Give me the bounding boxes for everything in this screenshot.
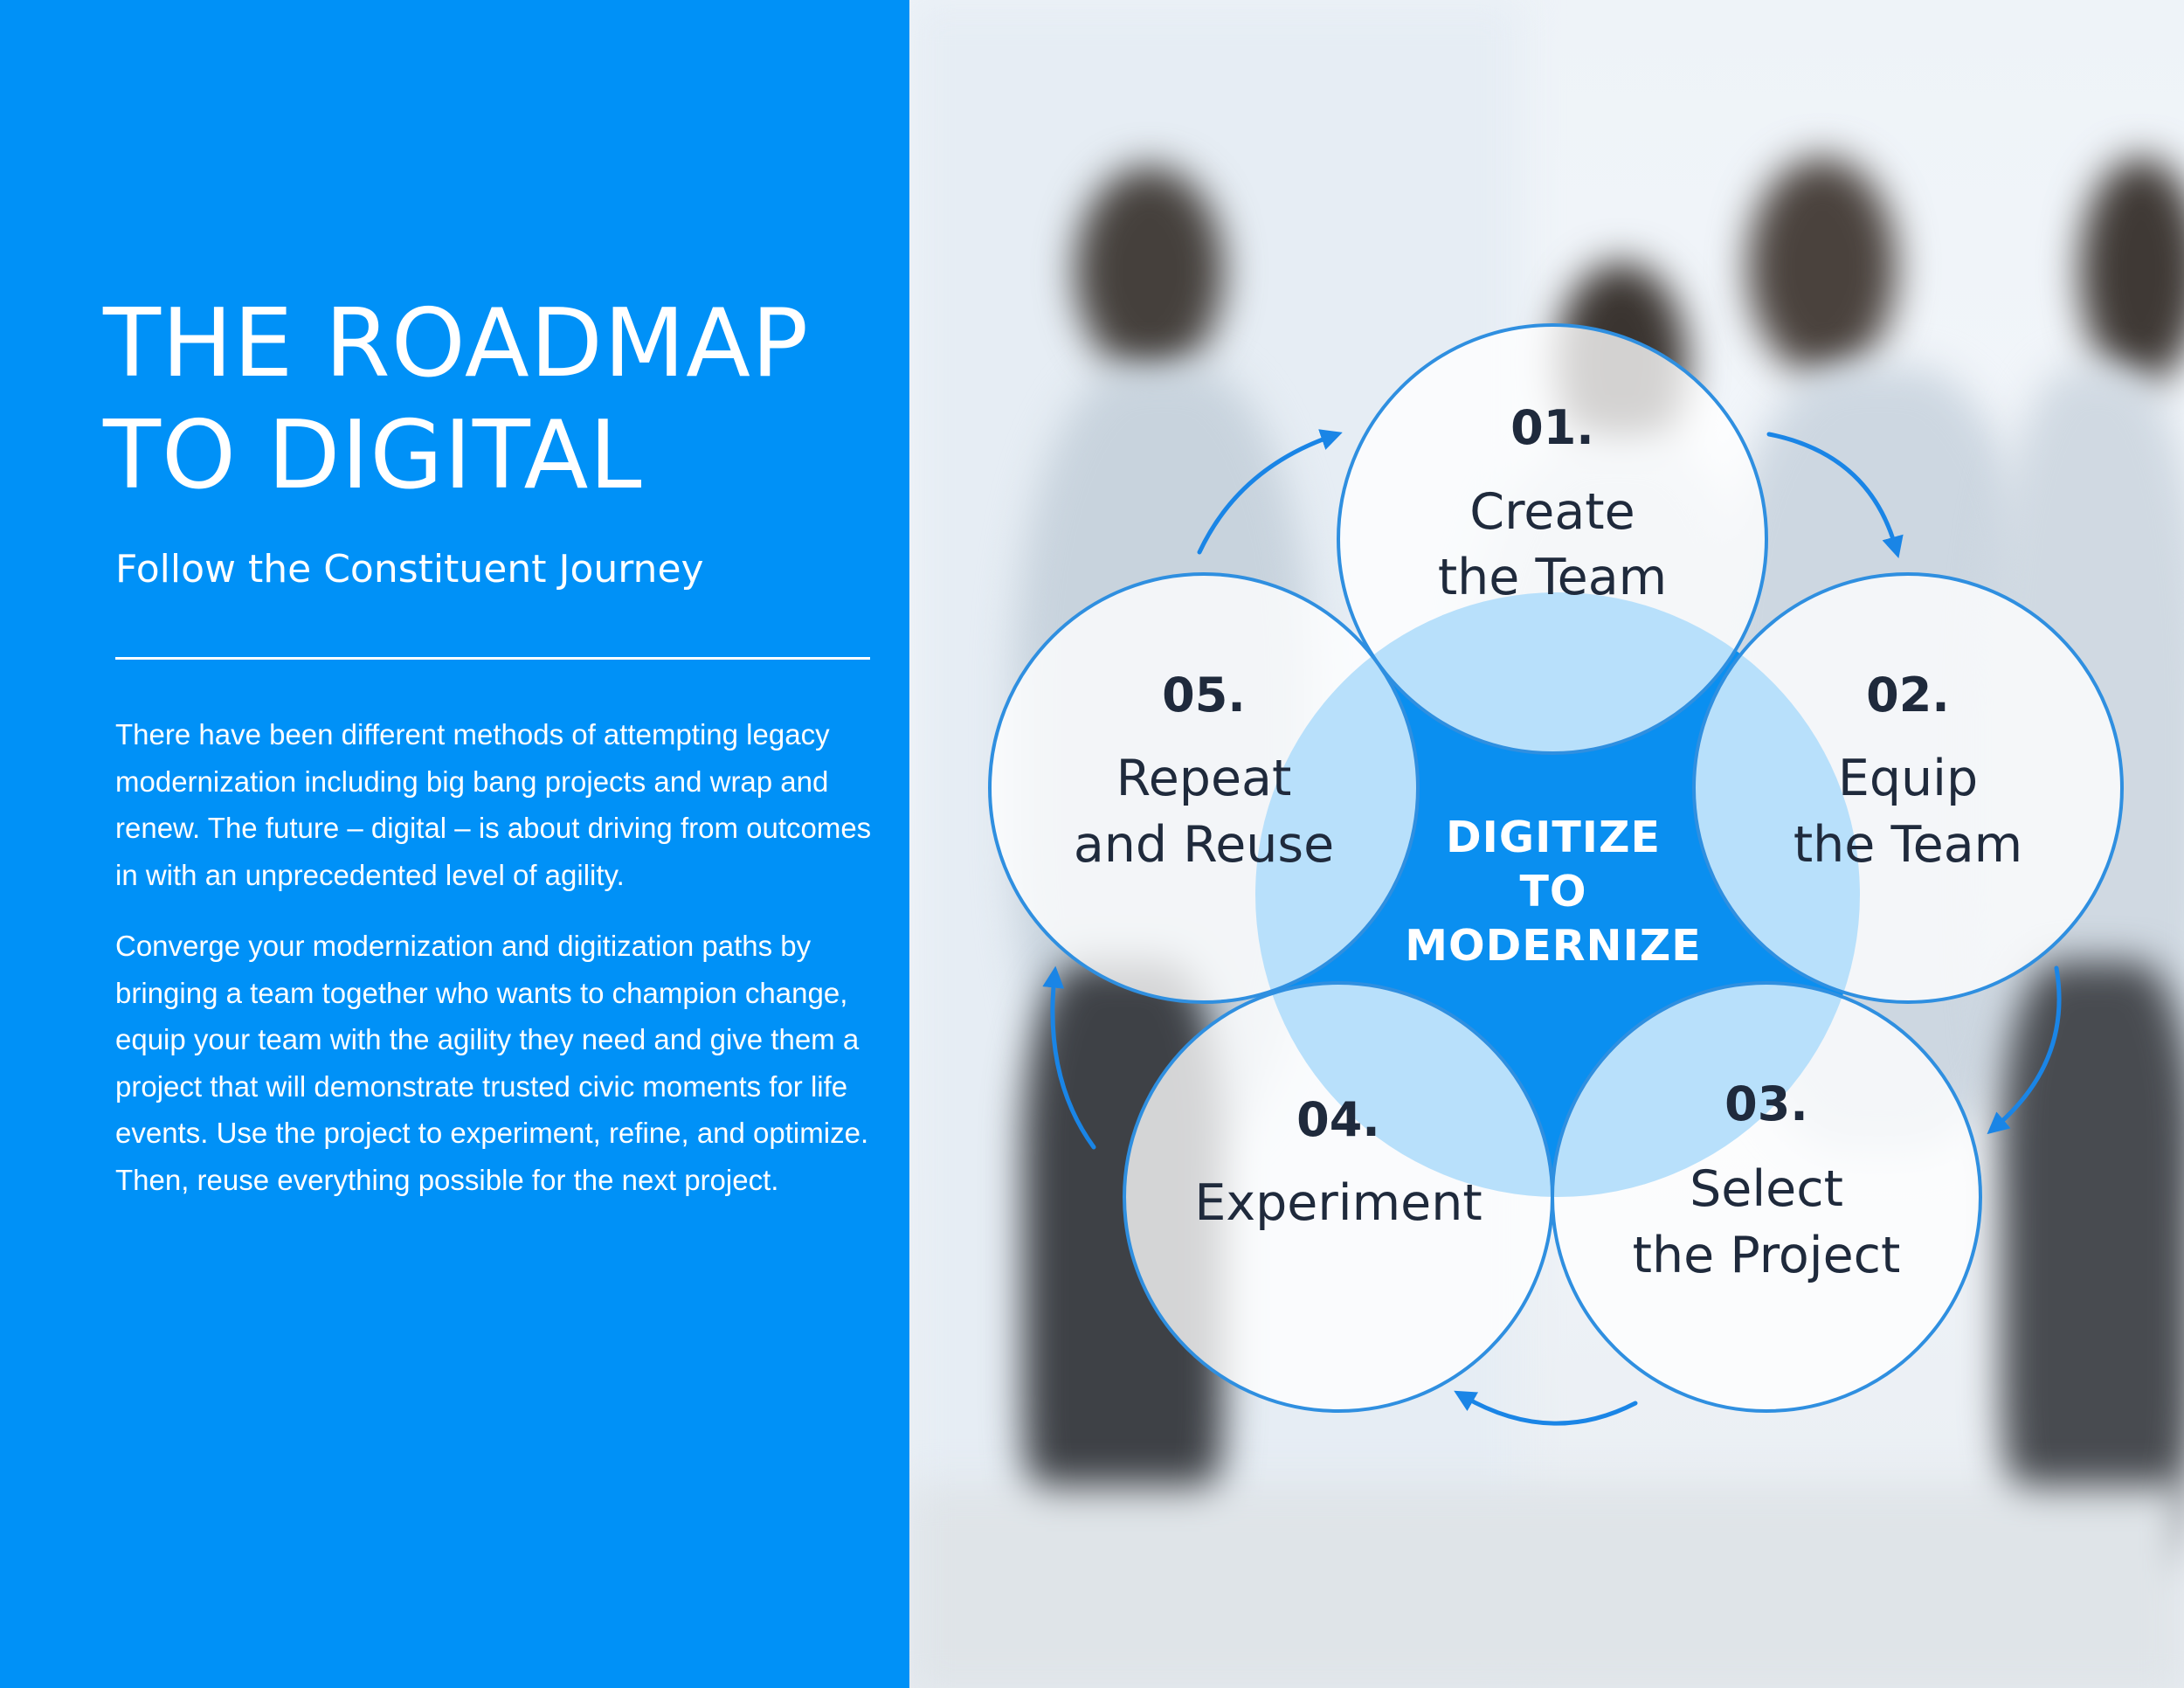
step-1-number: 01. <box>1510 400 1594 455</box>
divider <box>115 657 870 660</box>
arrow-2-to-3 <box>1987 965 2062 1135</box>
step-circle-2 <box>1692 572 2124 1004</box>
title-line-1: THE ROADMAP <box>103 289 810 398</box>
step-circle-1 <box>1337 323 1768 755</box>
step-5-line-1: Repeat <box>1116 750 1292 807</box>
center-line-1: DIGITIZE <box>1446 813 1661 862</box>
center-line-3: MODERNIZE <box>1405 921 1702 971</box>
arrow-4-to-5 <box>1042 965 1096 1150</box>
arrow-3-to-4 <box>1454 1390 1638 1426</box>
step-labels: 01. Create the Team 02. Equip the Team 0… <box>1074 400 2022 1284</box>
step-4-line-1: Experiment <box>1194 1174 1482 1232</box>
step-3-line-1: Select <box>1690 1160 1843 1218</box>
step-2-line-2: the Team <box>1794 816 2022 874</box>
step-1-line-1: Create <box>1469 483 1635 541</box>
left-panel: THE ROADMAP TO DIGITAL Follow the Consti… <box>0 0 909 1688</box>
step-3-line-2: the Project <box>1633 1227 1901 1284</box>
step-5-line-2: and Reuse <box>1074 816 1334 874</box>
arrow-1-to-2 <box>1766 432 1904 559</box>
step-4-number: 04. <box>1296 1092 1380 1147</box>
center-line-2: TO <box>1519 867 1586 917</box>
step-2-number: 02. <box>1866 668 1950 723</box>
title-line-2: TO DIGITAL <box>103 401 643 510</box>
step-3-number: 03. <box>1724 1076 1808 1131</box>
step-1-line-2: the Team <box>1438 549 1667 606</box>
step-2-line-1: Equip <box>1838 750 1978 807</box>
cycle-arrows <box>1042 429 2062 1426</box>
step-5-number: 05. <box>1162 668 1246 723</box>
arrow-5-to-1 <box>1197 429 1343 555</box>
step-circle-5 <box>988 572 1420 1004</box>
step-circles-outline <box>988 323 2124 1413</box>
intro-paragraph: There have been different methods of att… <box>115 718 872 891</box>
detail-paragraph: Converge your modernization and digitiza… <box>115 930 869 1196</box>
step-circle-4 <box>1123 981 1554 1413</box>
center-label: DIGITIZE TO MODERNIZE <box>1405 813 1702 971</box>
page-title: THE ROADMAP TO DIGITAL <box>103 288 889 512</box>
page-subtitle: Follow the Constituent Journey <box>115 547 704 591</box>
